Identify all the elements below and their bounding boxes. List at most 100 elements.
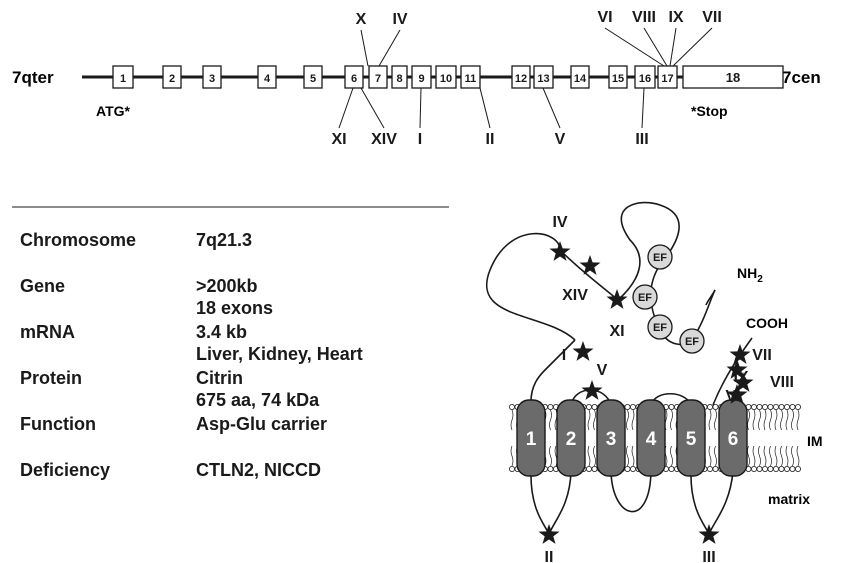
helix-number: 4 <box>646 429 657 450</box>
exon-number: 12 <box>515 73 527 85</box>
lipid-head <box>625 404 630 409</box>
lipid-tail <box>550 410 552 430</box>
c-terminus-label: COOH <box>746 315 788 331</box>
lipid-tail <box>715 446 717 466</box>
info-value: CTLN2, NICCD <box>196 460 321 480</box>
backbone-segment <box>691 471 733 534</box>
lipid-head <box>773 404 778 409</box>
exon-3: 3 <box>203 66 221 88</box>
info-key: Protein <box>20 368 82 388</box>
start-codon-label: ATG* <box>96 103 131 119</box>
stop-codon-label: *Stop <box>691 103 728 119</box>
lipid-head <box>751 466 756 471</box>
mutation-star-vii <box>730 344 751 364</box>
mutation-pointer <box>642 88 644 128</box>
lipid-tail <box>786 410 788 430</box>
exon-4: 4 <box>258 66 276 88</box>
ef-hand-1: EF <box>648 245 672 269</box>
mutation-label-ii: II <box>486 131 495 148</box>
lipid-tail <box>786 446 788 466</box>
info-key: Chromosome <box>20 230 136 250</box>
mutation-star-v <box>582 380 603 400</box>
lipid-tail <box>792 446 794 466</box>
ef-hand-2: EF <box>633 285 657 309</box>
lipid-head <box>548 466 553 471</box>
lipid-head <box>784 404 789 409</box>
info-value: Asp-Glu carrier <box>196 414 327 434</box>
mutation-label-ix: IX <box>668 9 683 26</box>
lipid-tail <box>588 410 590 430</box>
protein-mutation-label-viii: VIII <box>770 374 794 391</box>
n-terminus-label: NH2 <box>737 265 763 285</box>
exon-number: 2 <box>169 73 175 85</box>
lipid-tail <box>764 410 766 430</box>
lipid-head <box>768 466 773 471</box>
protein-mutation-label-i: I <box>562 347 566 364</box>
lipid-head <box>625 466 630 471</box>
lipid-tail <box>753 446 755 466</box>
lipid-head <box>773 466 778 471</box>
info-key: Function <box>20 414 96 434</box>
protein-mutation-label-ix: IX <box>733 369 748 386</box>
ef-hand-label: EF <box>638 292 652 304</box>
mutation-star-i <box>573 341 594 361</box>
helix-number: 3 <box>606 429 617 450</box>
backbone-segment <box>531 471 571 534</box>
gene-info-table: Chromosome7q21.3Gene>200kb18 exonsmRNA3.… <box>12 207 449 480</box>
lipid-head <box>548 404 553 409</box>
helix-number: 6 <box>728 429 739 450</box>
helix-3: 3 <box>597 400 625 476</box>
lipid-head <box>586 404 591 409</box>
mutation-pointer <box>673 28 712 66</box>
lipid-head <box>669 404 674 409</box>
info-value: 3.4 kb <box>196 322 247 342</box>
lipid-head <box>757 404 762 409</box>
lipid-tail <box>709 410 711 430</box>
mutation-label-viii: VIII <box>632 9 656 26</box>
exon-2: 2 <box>163 66 181 88</box>
ef-hand-3: EF <box>648 315 672 339</box>
protein-mutation-label-xiv: XIV <box>562 287 588 304</box>
mutation-pointer <box>339 88 353 128</box>
mutation-pointer <box>480 88 490 128</box>
exon-6: 6 <box>345 66 363 88</box>
exon-17: 17 <box>658 66 677 88</box>
exon-7: 7 <box>369 66 387 88</box>
ef-hand-label: EF <box>653 322 667 334</box>
lipid-tail <box>715 410 717 430</box>
lipid-head <box>751 404 756 409</box>
lipid-tail <box>775 446 777 466</box>
exon-number: 3 <box>209 73 215 85</box>
lipid-head <box>779 466 784 471</box>
helix-1: 1 <box>517 400 545 476</box>
exon-number: 17 <box>661 73 673 85</box>
mutation-label-i: I <box>418 131 422 148</box>
lipid-head <box>795 404 800 409</box>
exon-number: 15 <box>612 73 624 85</box>
exon-9: 9 <box>412 66 431 88</box>
exon-number: 7 <box>375 73 381 85</box>
lipid-head <box>509 466 514 471</box>
info-row-chromosome: Chromosome7q21.3 <box>20 230 252 250</box>
membrane-label: IM <box>807 433 823 449</box>
exon-number: 18 <box>726 70 740 85</box>
lipid-head <box>509 404 514 409</box>
lipid-tail <box>550 446 552 466</box>
info-value: 18 exons <box>196 298 273 318</box>
right-end-label: 7cen <box>782 68 821 87</box>
lipid-tail <box>781 410 783 430</box>
exon-number: 10 <box>440 73 452 85</box>
mutation-star-xiv <box>580 255 601 275</box>
mutation-pointer <box>361 30 368 66</box>
lipid-tail <box>759 410 761 430</box>
n-terminus-subscript: 2 <box>757 274 763 285</box>
protein-topology-model: 123456 EFEFEFEF IVXIVXIIVVIIIXVIIIVIIIII… <box>487 203 823 563</box>
lipid-head <box>790 466 795 471</box>
lipid-tail <box>588 446 590 466</box>
helix-6: 6 <box>719 400 747 476</box>
lipid-tail <box>594 410 596 430</box>
lipid-head <box>592 404 597 409</box>
info-key: mRNA <box>20 322 75 342</box>
info-value: Citrin <box>196 368 243 388</box>
